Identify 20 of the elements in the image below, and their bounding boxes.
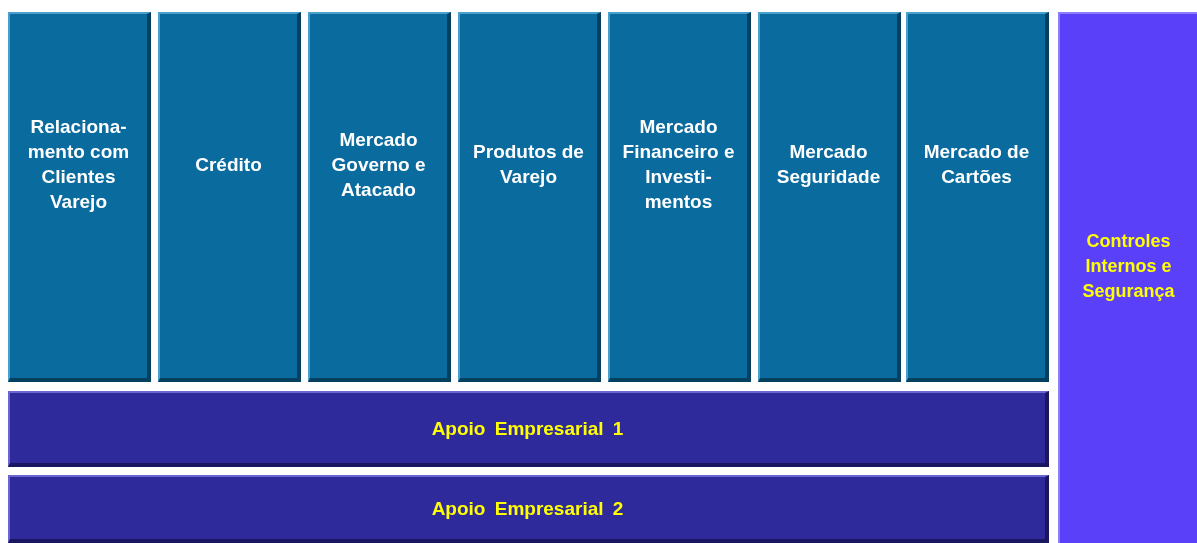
- panel-label: Controles Internos e Segurança: [1081, 230, 1176, 303]
- bar-panel: [8, 475, 1049, 543]
- panel-label: Mercado Seguridade: [775, 140, 882, 189]
- column-panel: [158, 12, 301, 382]
- bar-panel: [8, 391, 1049, 467]
- column-panel: [308, 12, 451, 382]
- panel-label: Apoio Empresarial 2: [430, 496, 625, 521]
- panel-label: Relaciona- mento com Clientes Varejo: [26, 115, 131, 214]
- column-panel: [608, 12, 751, 382]
- panel-label: Mercado Financeiro e Investi- mentos: [621, 115, 736, 214]
- panel-label: Crédito: [194, 152, 263, 177]
- panel-label: Produtos de Varejo: [472, 140, 585, 189]
- column-panel: [906, 12, 1049, 382]
- panel-label: Mercado Governo e Atacado: [330, 127, 427, 202]
- panel-label: Apoio Empresarial 1: [430, 416, 625, 441]
- side-panel: [1058, 12, 1197, 543]
- column-panel: [758, 12, 901, 382]
- panel-label: Mercado de Cartões: [922, 140, 1031, 189]
- column-panel: [458, 12, 601, 382]
- column-panel: [8, 12, 151, 382]
